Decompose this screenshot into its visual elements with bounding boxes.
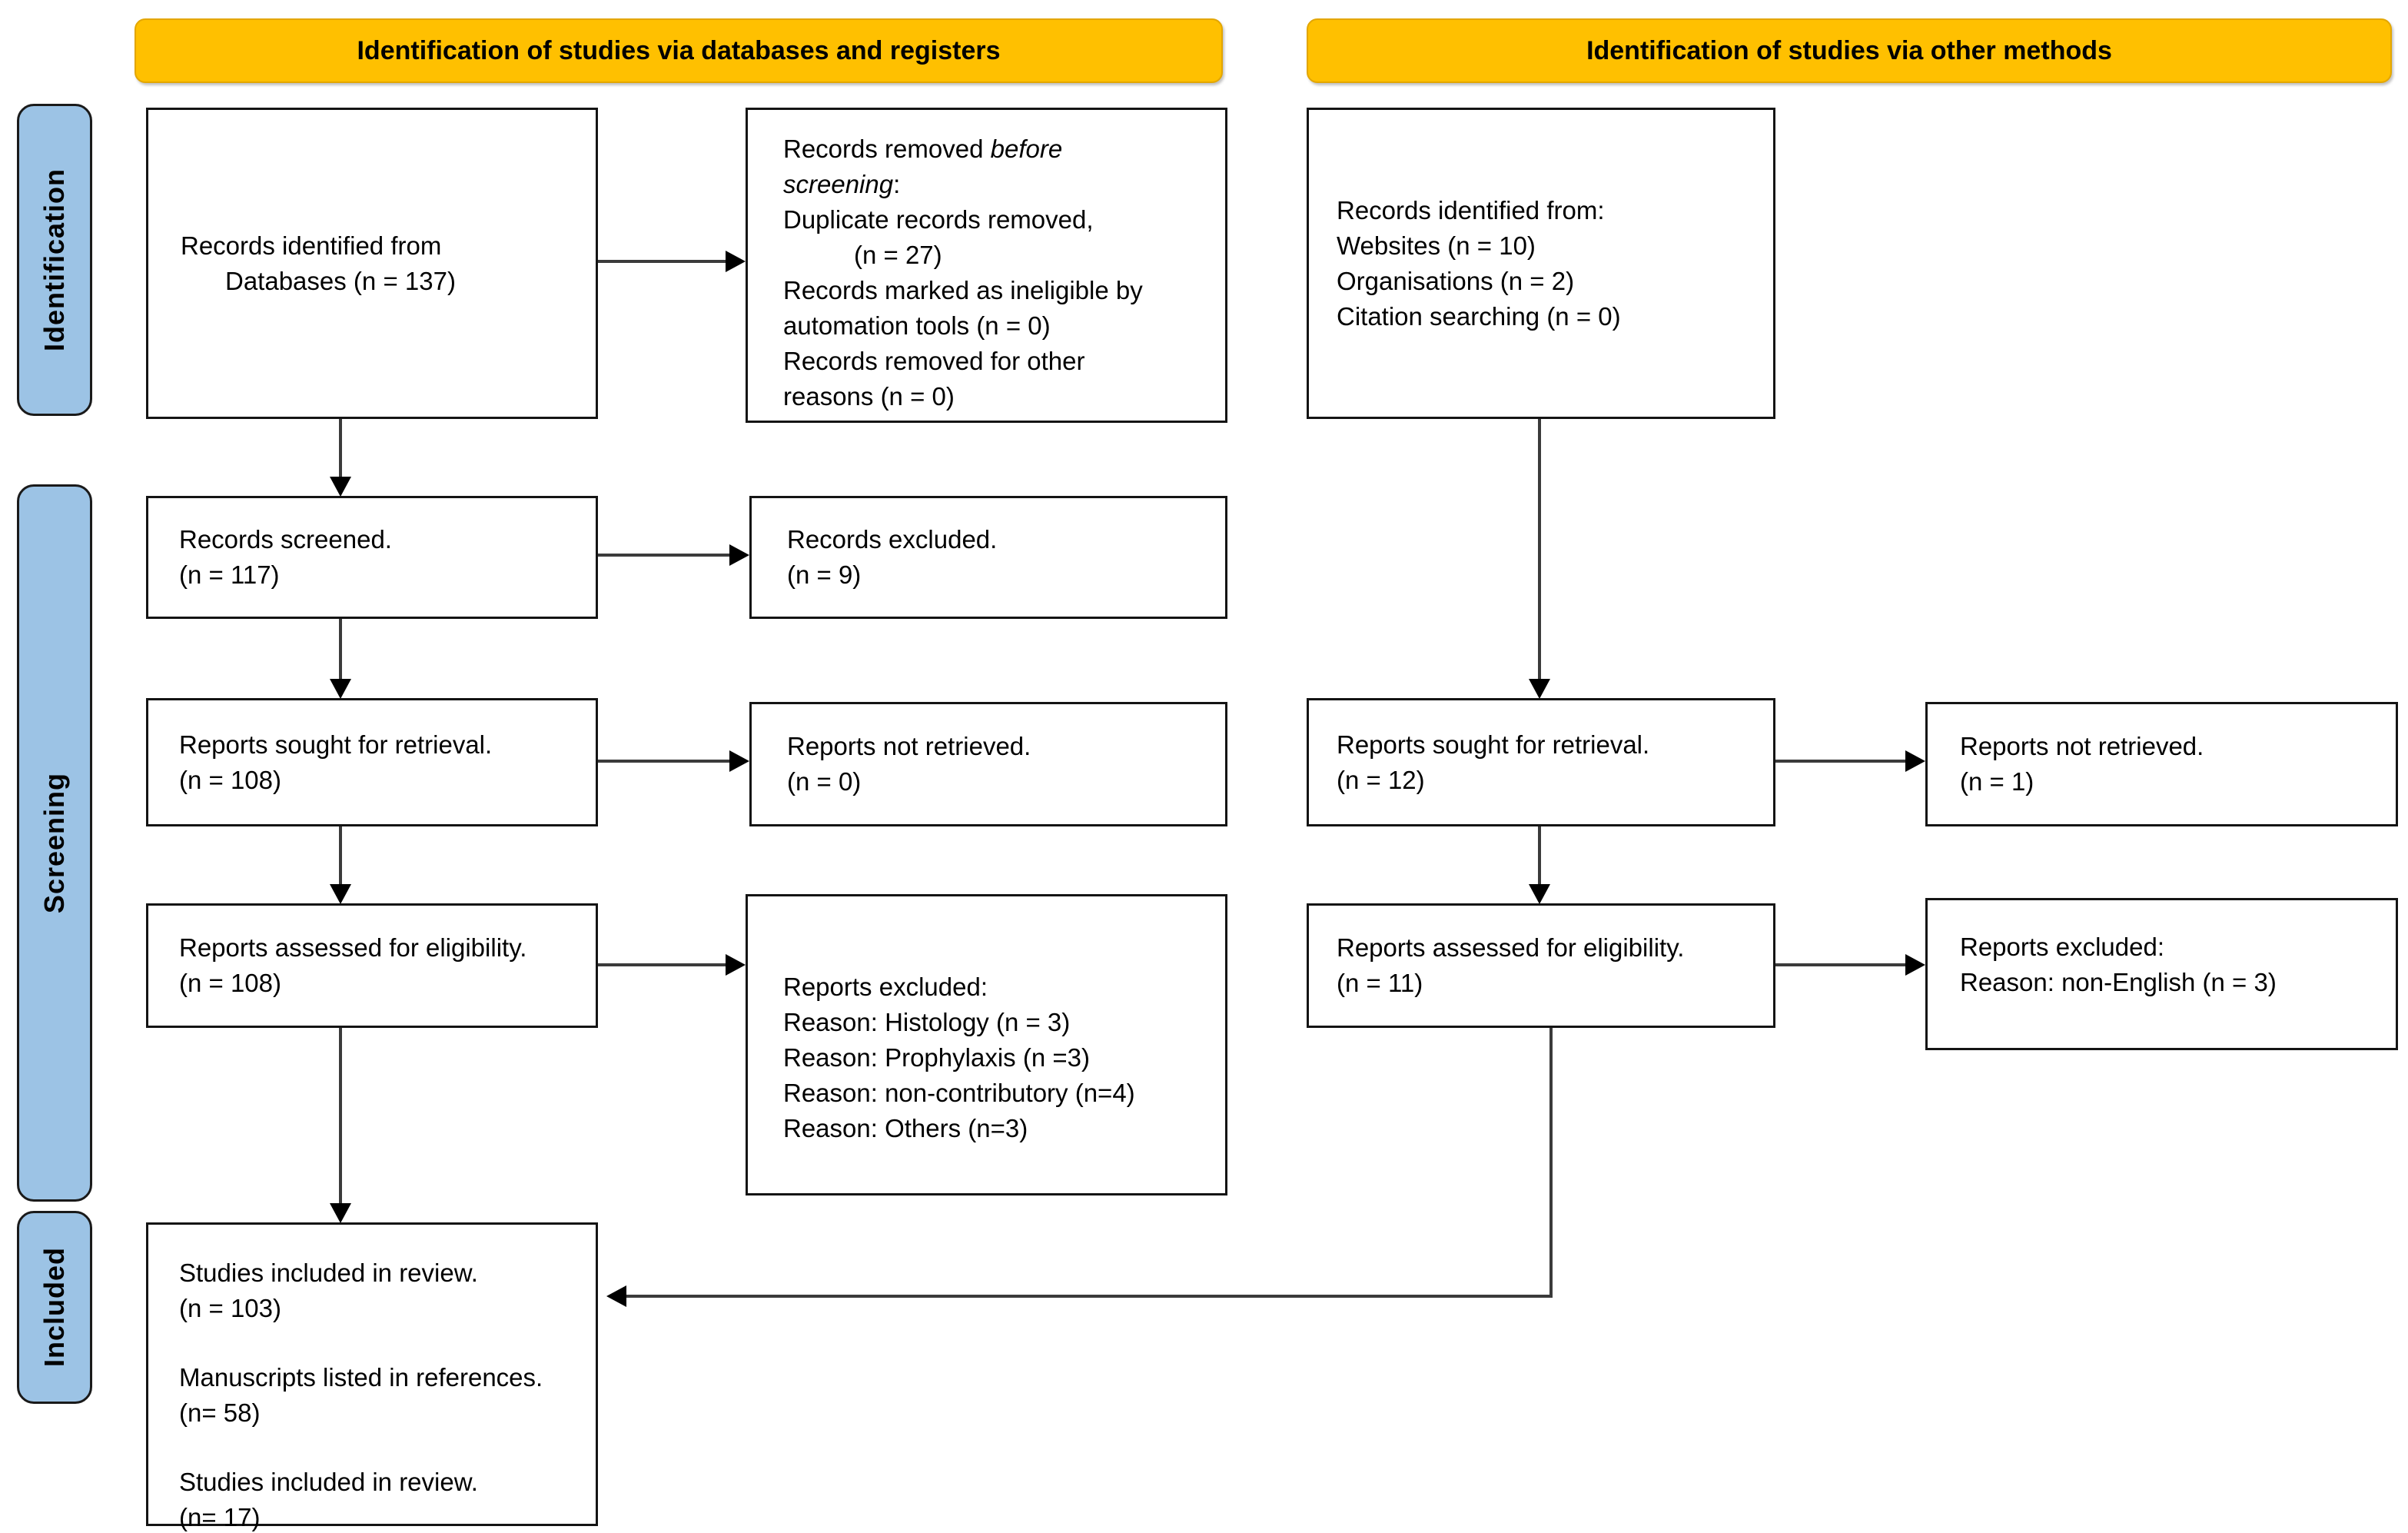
box-reports-assessed-databases: Reports assessed for eligibility. (n = 1… [146,903,598,1028]
box-reports-not-retrieved-databases: Reports not retrieved. (n = 0) [749,702,1227,826]
arrow-assessed-to-reasons-head [726,954,746,976]
included-group-3: Studies included in review. (n= 17) [179,1465,588,1533]
box-records-excluded: Records excluded. (n = 9) [749,496,1227,619]
box-line: (n= 17) [179,1503,261,1531]
box-line: Records identified from: [1337,195,1605,224]
arrow-assessed-other-to-excluded-line [1775,963,1907,966]
header-databases-registers-label: Identification of studies via databases … [357,35,1001,65]
stage-label-identification-text: Identification [38,168,70,351]
box-line: Reports assessed for eligibility. [179,933,527,962]
box-line: Reason: non-contributory (n=4) [783,1079,1135,1107]
box-line: Reports not retrieved. [1960,732,2204,760]
arrow-sought-to-assessed-head [330,884,351,904]
box-line: Organisations (n = 2) [1337,266,1575,295]
box-records-identified-databases: Records identified from Databases (n = 1… [146,108,598,419]
arrow-screened-to-excluded-line [598,554,729,557]
arrow-identified-to-screened-line [339,419,342,479]
box-line: Reports sought for retrieval. [1337,730,1650,759]
arrow-sought-to-notretrieved-head [729,750,749,772]
box-line: Records screened. [179,525,392,554]
box-line: Manuscripts listed in references. [179,1363,543,1392]
header-other-methods-label: Identification of studies via other meth… [1586,35,2112,65]
header-other-methods: Identification of studies via other meth… [1307,18,2392,83]
box-line: reasons (n = 0) [783,382,955,411]
arrow-assessed-to-included-line [339,1028,342,1205]
arrow-screened-to-sought-head [330,679,351,699]
header-databases-registers: Identification of studies via databases … [135,18,1223,83]
arrow-identified-to-screened-head [330,477,351,497]
box-line: screening: [783,170,901,198]
included-group-1: Studies included in review. (n = 103) [179,1255,588,1326]
box-line: Reason: Histology (n = 3) [783,1008,1071,1036]
arrow-other-to-included-horizontal [626,1295,1553,1298]
box-reports-excluded-other: Reports excluded: Reason: non-English (n… [1925,898,2398,1050]
box-reports-not-retrieved-other: Reports not retrieved. (n = 1) [1925,702,2398,826]
box-line: (n = 108) [179,969,281,997]
box-records-removed-before-screening: Records removed before screening: Duplic… [746,108,1227,423]
box-line: Records excluded. [787,525,998,554]
box-line: Reports assessed for eligibility. [1337,933,1685,962]
box-line: Records marked as ineligible by [783,276,1143,304]
box-records-screened: Records screened. (n = 117) [146,496,598,619]
box-line: Databases (n = 137) [225,266,456,295]
box-studies-included: Studies included in review. (n = 103) Ma… [146,1222,598,1531]
arrow-other-to-included-head [606,1285,626,1307]
box-line: Records removed for other [783,347,1085,375]
arrow-sought-other-to-assessed-head [1529,884,1550,904]
box-reports-sought-other: Reports sought for retrieval. (n = 12) [1307,698,1775,826]
arrow-sought-to-assessed-line [339,826,342,886]
box-line: Reason: Others (n=3) [783,1114,1028,1142]
arrow-sought-other-to-notretrieved-head [1905,750,1925,772]
box-reports-excluded-databases: Reports excluded: Reason: Histology (n =… [746,894,1227,1195]
box-line: Studies included in review. [179,1468,478,1496]
included-group-2: Manuscripts listed in references. (n= 58… [179,1360,588,1431]
box-line: Reports not retrieved. [787,732,1031,760]
box-line: Reason: Prophylaxis (n =3) [783,1043,1090,1072]
stage-label-identification: Identification [17,104,92,416]
box-line: (n = 117) [179,560,280,589]
arrow-identified-other-to-sought-line [1538,419,1541,680]
box-line: (n = 9) [787,560,862,589]
box-line: (n = 103) [179,1294,281,1322]
box-line: Studies included in review. [179,1259,478,1287]
box-line: (n = 1) [1960,767,2034,796]
box-line: Citation searching (n = 0) [1337,301,1621,331]
box-line: Websites (n = 10) [1337,231,1536,260]
box-line: (n = 11) [1337,969,1423,997]
arrow-screened-to-excluded-head [729,544,749,566]
box-line: (n = 27) [854,241,942,269]
box-line: (n = 108) [179,765,281,794]
arrow-assessed-other-to-excluded-head [1905,954,1925,976]
box-line: Records removed before [783,135,1063,163]
stage-label-included-text: Included [38,1247,70,1368]
arrow-assessed-to-included-head [330,1203,351,1223]
box-line: Reports excluded: [1960,933,2164,961]
arrow-sought-to-notretrieved-line [598,760,729,763]
arrow-assessed-to-reasons-line [598,963,726,966]
stage-label-screening: Screening [17,484,92,1202]
arrow-identified-to-removed-head [726,251,746,272]
arrow-sought-other-to-notretrieved-line [1775,760,1907,763]
stage-label-included: Included [17,1211,92,1404]
box-line: automation tools (n = 0) [783,311,1051,340]
box-line: Duplicate records removed, [783,205,1094,234]
box-reports-assessed-other: Reports assessed for eligibility. (n = 1… [1307,903,1775,1028]
box-records-identified-other: Records identified from: Websites (n = 1… [1307,108,1775,419]
box-line: (n= 58) [179,1398,261,1427]
arrow-identified-other-to-sought-head [1529,679,1550,699]
arrow-other-to-included-vertical [1549,1028,1553,1298]
box-line: Records identified from [181,231,442,260]
stage-label-screening-text: Screening [38,772,70,914]
box-line: (n = 0) [787,767,862,796]
arrow-sought-other-to-assessed-line [1538,826,1541,886]
arrow-identified-to-removed-line [598,260,726,263]
box-line: Reports excluded: [783,973,988,1001]
box-line: (n = 12) [1337,765,1425,794]
box-line: Reason: non-English (n = 3) [1960,968,2277,996]
box-line: Reports sought for retrieval. [179,730,493,759]
box-reports-sought-databases: Reports sought for retrieval. (n = 108) [146,698,598,826]
arrow-screened-to-sought-line [339,619,342,680]
